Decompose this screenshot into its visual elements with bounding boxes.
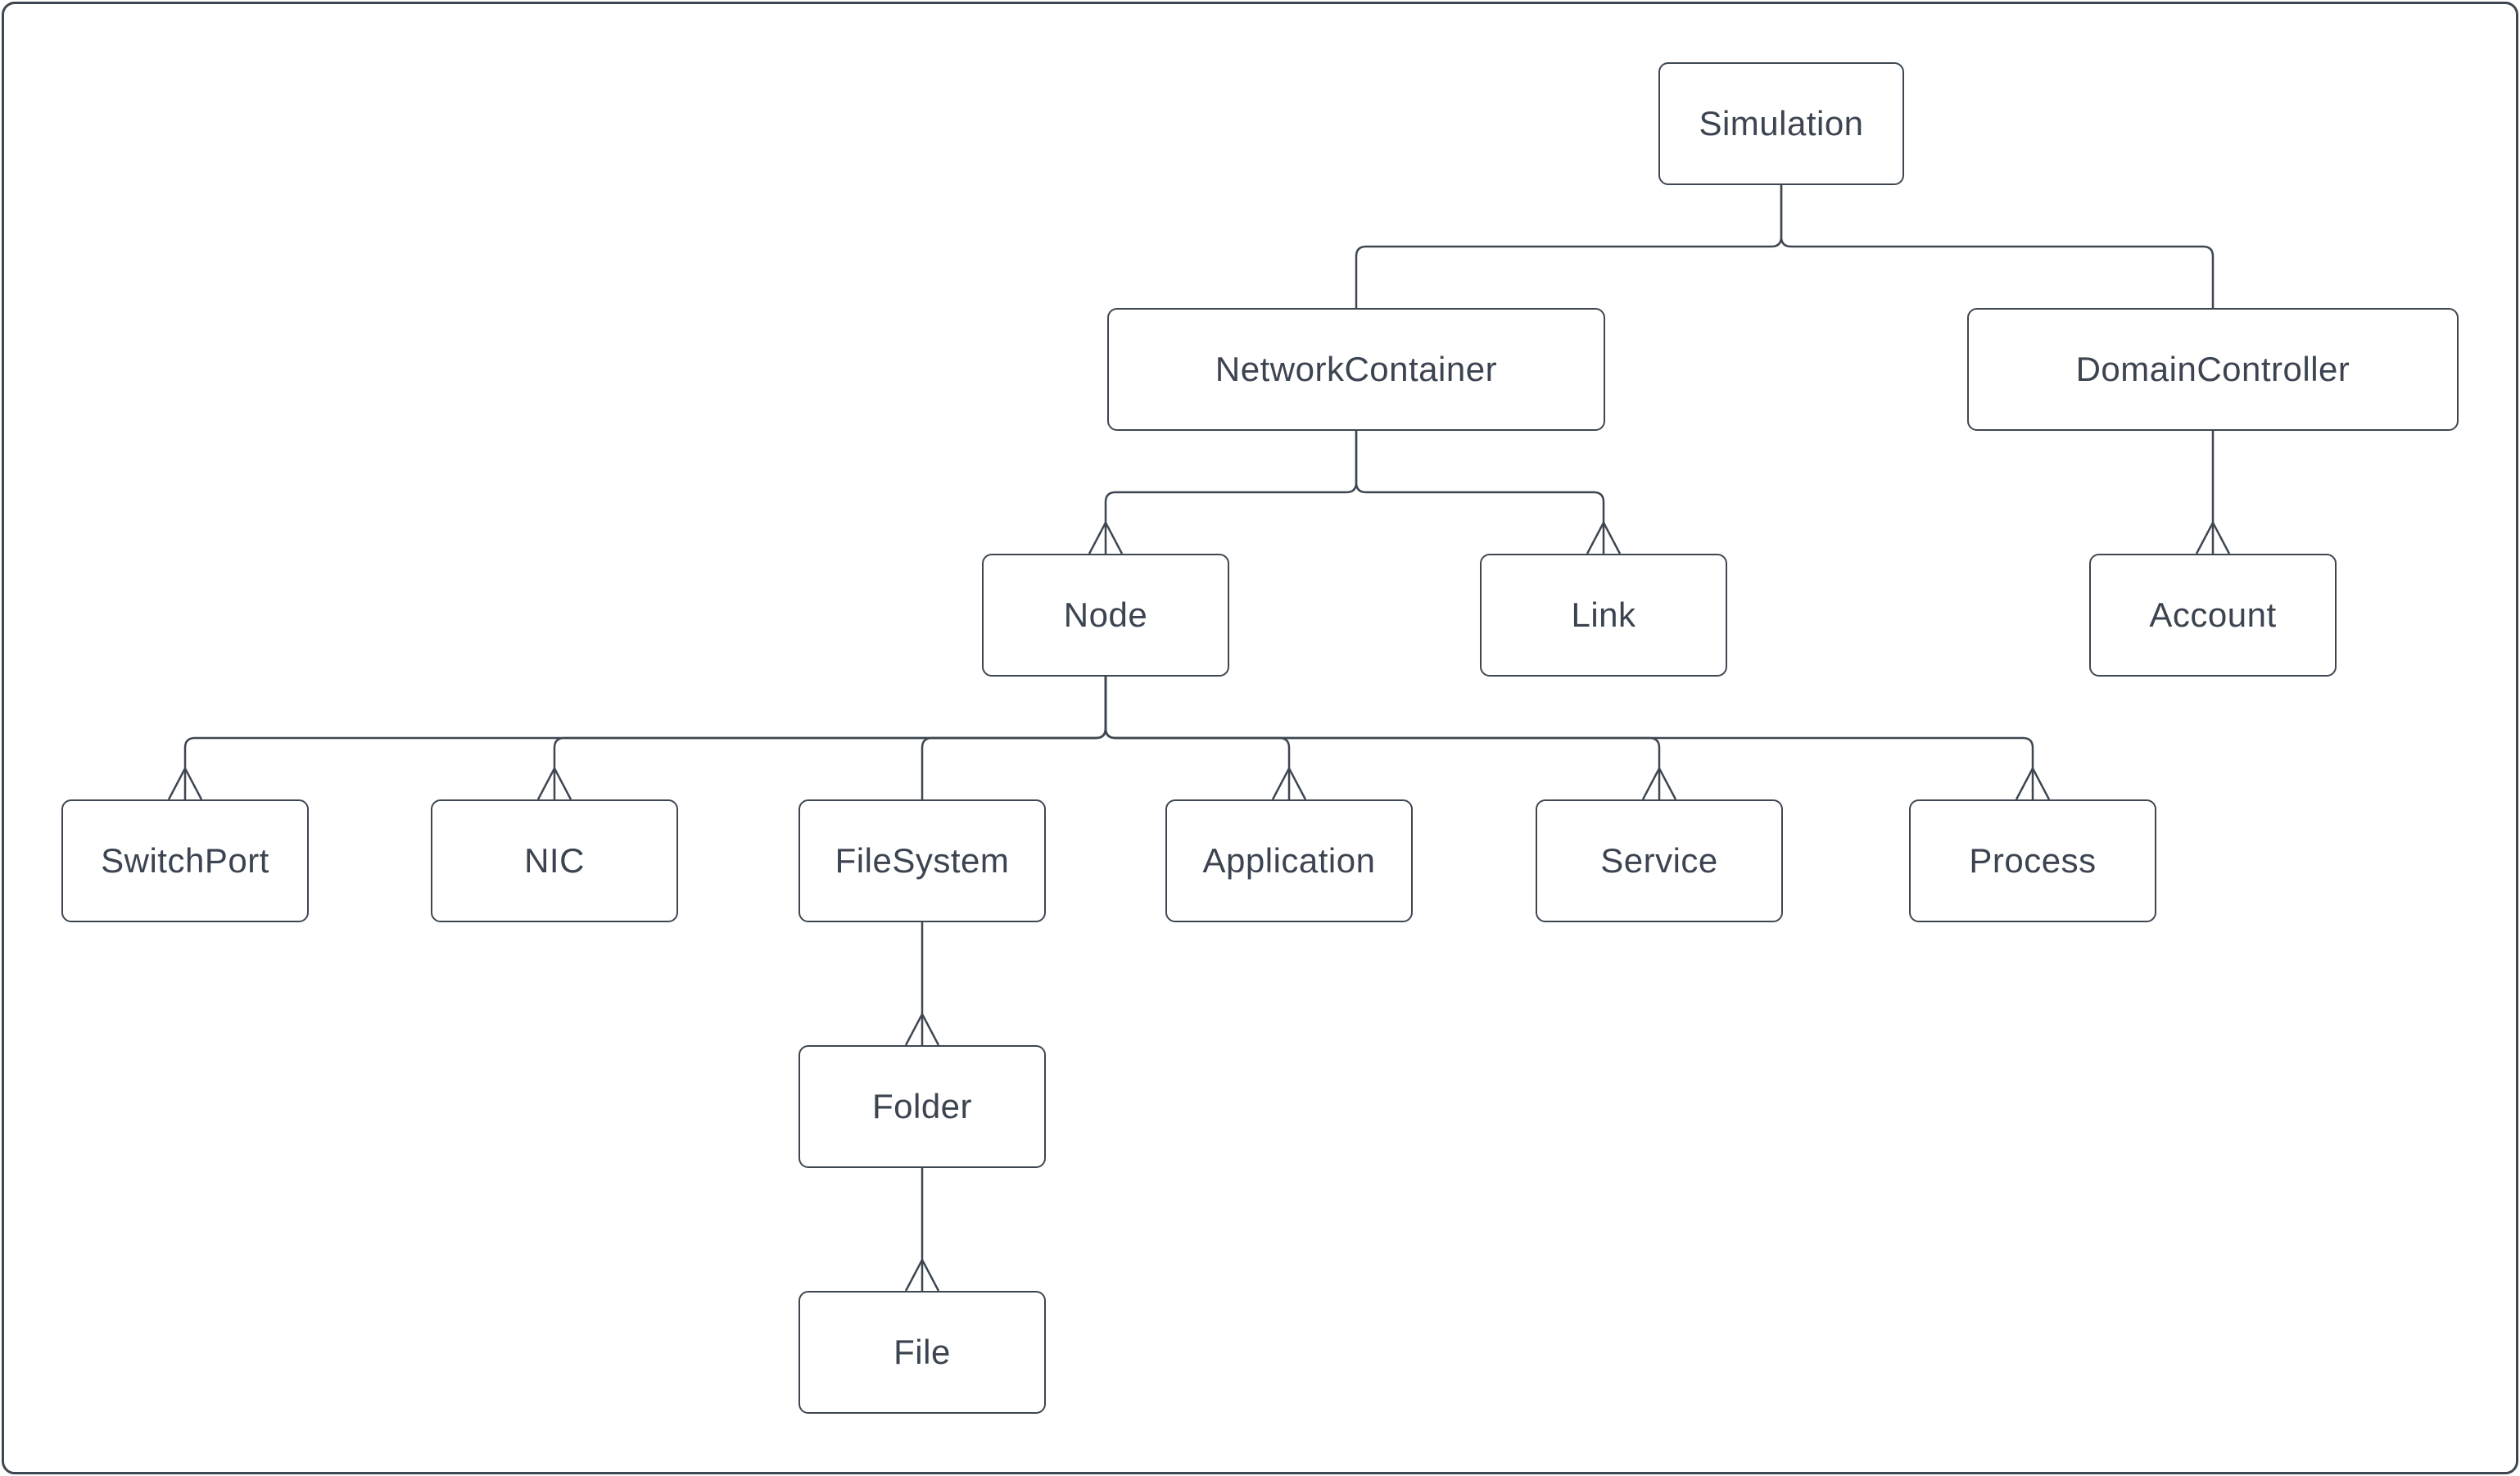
node-service: Service: [1536, 799, 1783, 922]
node-label: Application: [1202, 841, 1376, 880]
node-label: FileSystem: [835, 841, 1010, 880]
node-label: Node: [1063, 595, 1148, 634]
open-arrowhead-account: [2195, 520, 2231, 555]
node-switch-port: SwitchPort: [61, 799, 309, 922]
node-label: Service: [1600, 841, 1718, 880]
open-arrowhead-switchport: [167, 766, 203, 800]
node-label: Link: [1571, 595, 1636, 634]
open-arrowhead-nic: [536, 766, 572, 800]
edge-networkcontainer-link: [1355, 431, 1605, 554]
node-label: Simulation: [1699, 104, 1864, 143]
node-application: Application: [1165, 799, 1413, 922]
node-label: NetworkContainer: [1215, 350, 1498, 388]
open-arrowhead-node: [1088, 520, 1124, 555]
node-label: DomainController: [2075, 350, 2350, 388]
edge-networkcontainer-node: [1104, 431, 1358, 554]
edge-simulation-domaincontroller: [1780, 184, 2215, 308]
node-account: Account: [2089, 554, 2337, 677]
edge-node-filesystem: [921, 677, 1107, 799]
edge-node-process: [1104, 677, 2034, 799]
node-file-system: FileSystem: [799, 799, 1046, 922]
edge-simulation-networkcontainer: [1355, 184, 1783, 308]
node-label: Folder: [871, 1087, 973, 1125]
node-network-container: NetworkContainer: [1107, 308, 1605, 431]
node-domain-controller: DomainController: [1967, 308, 2459, 431]
node-label: SwitchPort: [101, 841, 269, 880]
open-arrowhead-folder: [904, 1012, 940, 1046]
node-link: Link: [1480, 554, 1727, 677]
node-folder: Folder: [799, 1045, 1046, 1168]
node-label: Account: [2149, 595, 2277, 634]
open-arrowhead-process: [2015, 766, 2051, 800]
node-node: Node: [982, 554, 1229, 677]
open-arrowhead-service: [1641, 766, 1677, 800]
node-label: File: [894, 1333, 951, 1371]
node-label: NIC: [524, 841, 585, 880]
open-arrowhead-application: [1271, 766, 1307, 800]
node-nic: NIC: [431, 799, 678, 922]
open-arrowhead-file: [904, 1257, 940, 1292]
node-simulation: Simulation: [1658, 62, 1904, 185]
node-process: Process: [1909, 799, 2156, 922]
node-label: Process: [1969, 841, 2097, 880]
open-arrowhead-link: [1586, 520, 1622, 555]
node-file: File: [799, 1291, 1046, 1414]
